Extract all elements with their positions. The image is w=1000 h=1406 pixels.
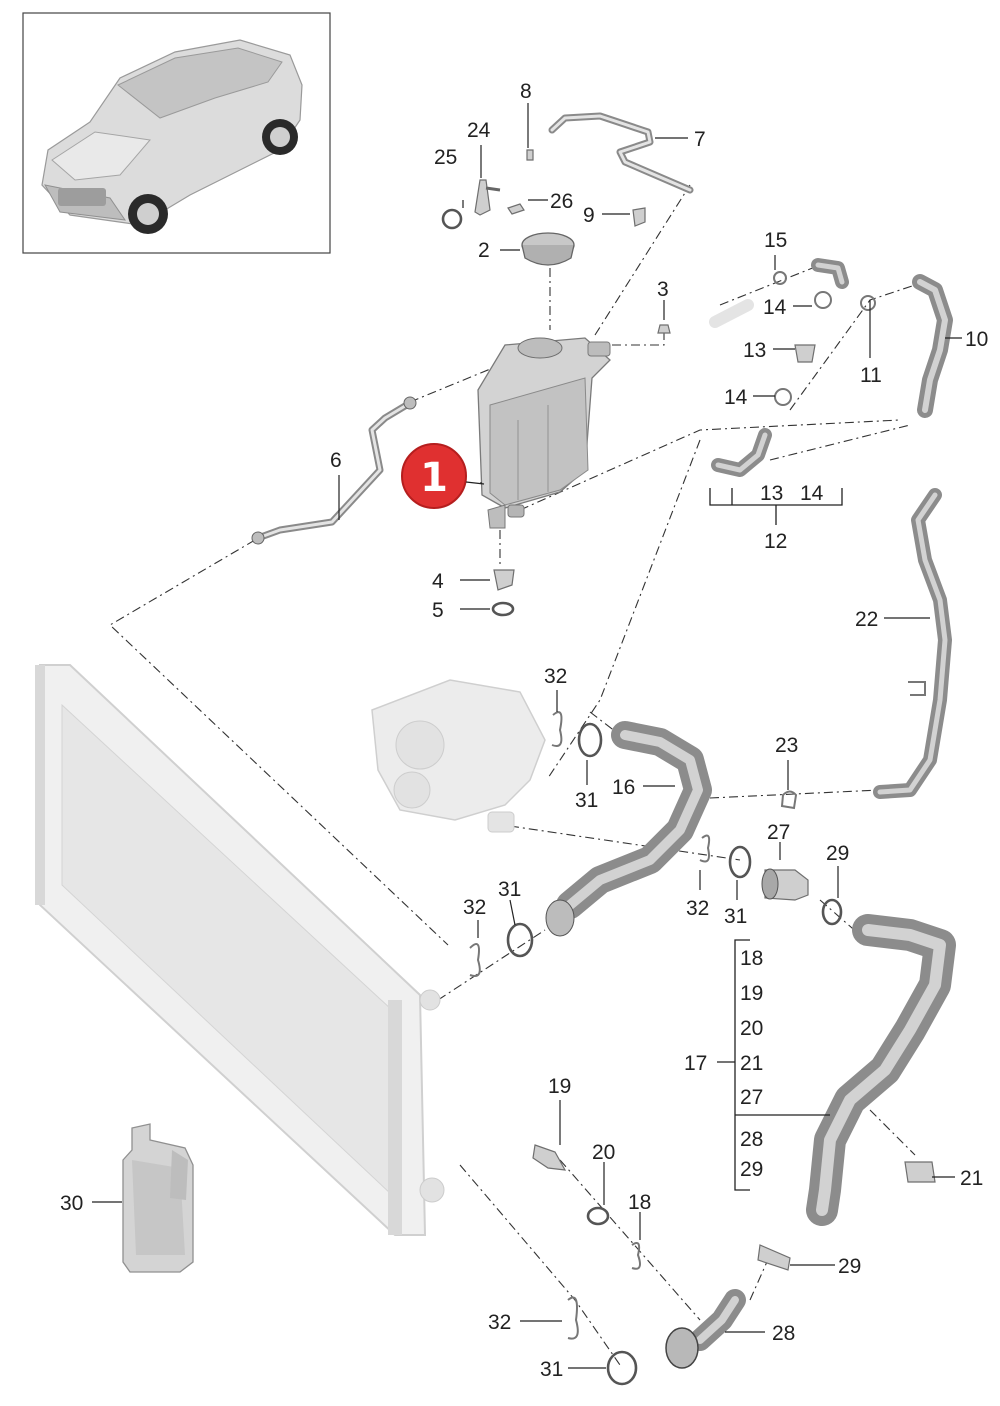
badge-number: 1 xyxy=(420,455,448,501)
label-part-32-bottom: 32 xyxy=(488,1311,511,1334)
label-part-15: 15 xyxy=(764,229,787,252)
label-part-6: 6 xyxy=(330,449,342,472)
label-part-28: 28 xyxy=(772,1322,795,1345)
label-part-14-upper: 14 xyxy=(763,296,787,319)
small-parts xyxy=(441,149,671,617)
leader-lines xyxy=(92,103,962,1369)
label-part-31-pump: 31 xyxy=(575,789,598,812)
label-part-27-list: 27 xyxy=(740,1086,763,1109)
label-part-3: 3 xyxy=(657,278,669,301)
water-pump xyxy=(371,679,546,833)
part-labels: 2 3 4 5 6 7 8 9 10 11 12 13 13 14 14 14 … xyxy=(60,80,988,1381)
label-part-8: 8 xyxy=(520,80,532,103)
connector-lines xyxy=(109,184,916,1366)
coolant-bottle xyxy=(122,1123,194,1273)
label-part-26: 26 xyxy=(550,190,573,213)
label-part-32-radiator: 32 xyxy=(463,896,486,919)
label-part-5: 5 xyxy=(432,599,444,622)
label-part-18-list: 18 xyxy=(740,947,763,970)
label-part-14-lower: 14 xyxy=(724,386,748,409)
label-part-7: 7 xyxy=(694,128,706,151)
label-part-4: 4 xyxy=(432,570,444,593)
label-part-21-list: 21 xyxy=(740,1052,763,1075)
connector-27 xyxy=(761,868,809,901)
label-part-30: 30 xyxy=(60,1192,83,1215)
rings-and-clips xyxy=(469,711,798,1386)
label-part-29-lower: 29 xyxy=(838,1255,861,1278)
label-part-25: 25 xyxy=(434,146,457,169)
expansion-tank xyxy=(477,337,611,529)
hose-16 xyxy=(545,721,712,937)
label-part-27: 27 xyxy=(767,821,790,844)
label-part-13-upper: 13 xyxy=(743,339,766,362)
hose-22 xyxy=(873,488,952,799)
highlight-badge: 1 xyxy=(401,443,485,509)
label-part-12: 12 xyxy=(764,530,787,553)
label-part-14-bracket: 14 xyxy=(800,482,824,505)
bleed-pipe xyxy=(251,396,417,545)
label-part-19: 19 xyxy=(548,1075,571,1098)
label-part-21: 21 xyxy=(960,1167,983,1190)
label-part-2: 2 xyxy=(478,239,490,262)
label-part-11: 11 xyxy=(860,364,882,387)
label-part-29-upper: 29 xyxy=(826,842,849,865)
label-part-19-list: 19 xyxy=(740,982,763,1005)
clamp-29-top xyxy=(821,898,843,926)
hose-10 xyxy=(912,274,953,418)
sensor-19 xyxy=(532,1144,567,1171)
hose-17 xyxy=(806,914,956,1226)
label-part-16: 16 xyxy=(612,776,635,799)
label-part-18: 18 xyxy=(628,1191,651,1214)
label-part-10: 10 xyxy=(965,328,988,351)
filler-cap xyxy=(521,232,575,266)
label-part-28-list: 28 xyxy=(740,1128,763,1151)
label-part-22: 22 xyxy=(855,608,878,631)
label-part-32-pump: 32 xyxy=(544,665,567,688)
label-part-13-bracket: 13 xyxy=(760,482,783,505)
label-part-23: 23 xyxy=(775,734,798,757)
vent-pipe xyxy=(548,112,694,194)
label-part-17: 17 xyxy=(684,1052,707,1075)
clamp-21 xyxy=(904,1161,936,1183)
label-part-20: 20 xyxy=(592,1141,615,1164)
radiator xyxy=(35,664,445,1236)
label-part-31-radiator: 31 xyxy=(498,878,521,901)
label-part-9: 9 xyxy=(583,204,595,227)
label-part-20-list: 20 xyxy=(740,1017,763,1040)
label-part-29-list: 29 xyxy=(740,1158,763,1181)
vehicle-thumbnail xyxy=(22,12,331,254)
clamp-29-bottom xyxy=(757,1244,791,1271)
label-part-31-bottom: 31 xyxy=(540,1358,563,1381)
label-part-24: 24 xyxy=(467,119,491,142)
connector-28 xyxy=(665,1289,746,1369)
label-part-32-mid: 32 xyxy=(686,897,709,920)
car-illustration xyxy=(41,39,303,234)
hose-12 xyxy=(709,258,876,477)
label-part-31-mid: 31 xyxy=(724,905,747,928)
